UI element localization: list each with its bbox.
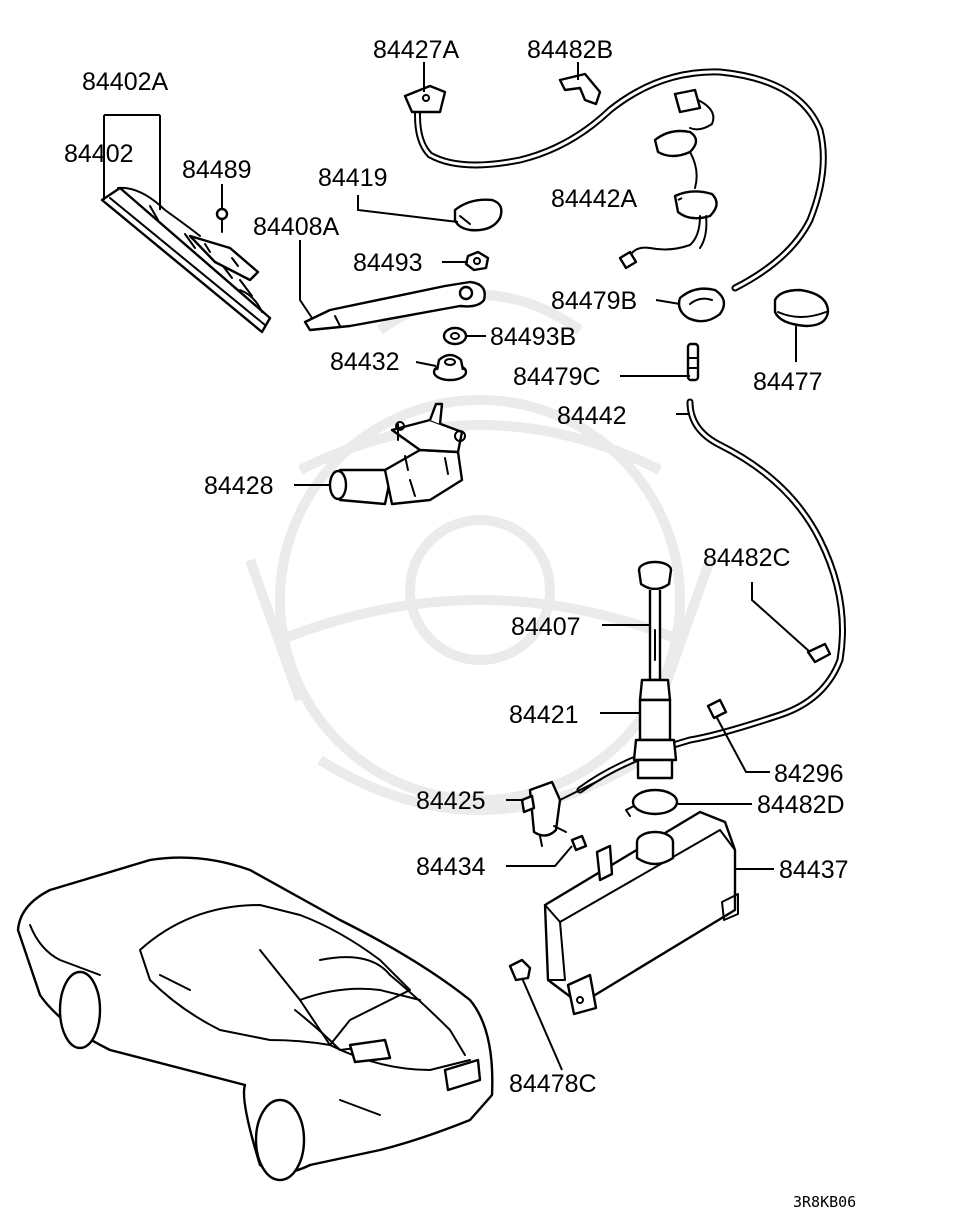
filler-neck-drawing xyxy=(632,560,678,780)
label-84482D: 84482D xyxy=(757,791,845,819)
label-84482B: 84482B xyxy=(527,36,613,64)
label-84408A: 84408A xyxy=(253,213,340,241)
nut-84493-drawing xyxy=(464,250,490,272)
label-84493B: 84493B xyxy=(490,323,576,351)
wiper-blade-drawing xyxy=(100,186,272,334)
diagram-code: 3R8KB06 xyxy=(793,1193,856,1210)
leader-lines xyxy=(103,62,811,1071)
label-84482C: 84482C xyxy=(703,544,791,572)
wiper-arm-drawing xyxy=(303,280,486,332)
part-labels: 84402A 84402 84489 84419 84408A 84493 84… xyxy=(64,36,856,1210)
grommet-84434-drawing xyxy=(570,834,588,852)
clip-84296-drawing xyxy=(706,698,728,720)
label-84402A: 84402A xyxy=(82,68,169,96)
washer-84493B-drawing xyxy=(442,326,468,346)
joint-84442A-drawing xyxy=(618,88,718,270)
wiper-motor-drawing xyxy=(328,402,466,506)
label-84442A: 84442A xyxy=(551,185,638,213)
grommet-84432-drawing xyxy=(432,353,468,382)
label-84425: 84425 xyxy=(416,787,486,815)
label-84432: 84432 xyxy=(330,348,400,376)
label-84477: 84477 xyxy=(753,368,823,396)
label-84437: 84437 xyxy=(779,856,849,884)
label-84493: 84493 xyxy=(353,249,423,277)
label-84419: 84419 xyxy=(318,164,388,192)
clip-84482B-drawing xyxy=(558,72,602,106)
label-84296: 84296 xyxy=(774,760,844,788)
seal-84482D-drawing xyxy=(625,788,679,817)
label-84479C: 84479C xyxy=(513,363,601,391)
label-84434: 84434 xyxy=(416,853,486,881)
clip-84482C-drawing xyxy=(806,642,832,664)
label-84428: 84428 xyxy=(204,472,274,500)
plug-84477-drawing xyxy=(773,288,830,328)
label-84489: 84489 xyxy=(182,156,252,184)
washer-pump-drawing xyxy=(520,779,601,847)
label-84402: 84402 xyxy=(64,140,134,168)
screw-84478C-drawing xyxy=(508,958,532,982)
grommet-84479B-drawing xyxy=(677,287,726,323)
label-84478C: 84478C xyxy=(509,1070,597,1098)
label-84407: 84407 xyxy=(511,613,581,641)
nozzle-84479C-drawing xyxy=(686,342,700,382)
screw-84489-drawing xyxy=(215,207,229,233)
label-84427A: 84427A xyxy=(373,36,460,64)
cap-84419-drawing xyxy=(453,198,503,232)
label-84442: 84442 xyxy=(557,402,627,430)
reservoir-tank-drawing xyxy=(543,810,739,1016)
washer-hose-lower-drawing xyxy=(576,398,846,794)
vehicle-location-drawing xyxy=(16,856,494,1182)
label-84421: 84421 xyxy=(509,701,579,729)
washer-hose-upper-drawing xyxy=(403,68,827,292)
label-84479B: 84479B xyxy=(551,287,637,315)
